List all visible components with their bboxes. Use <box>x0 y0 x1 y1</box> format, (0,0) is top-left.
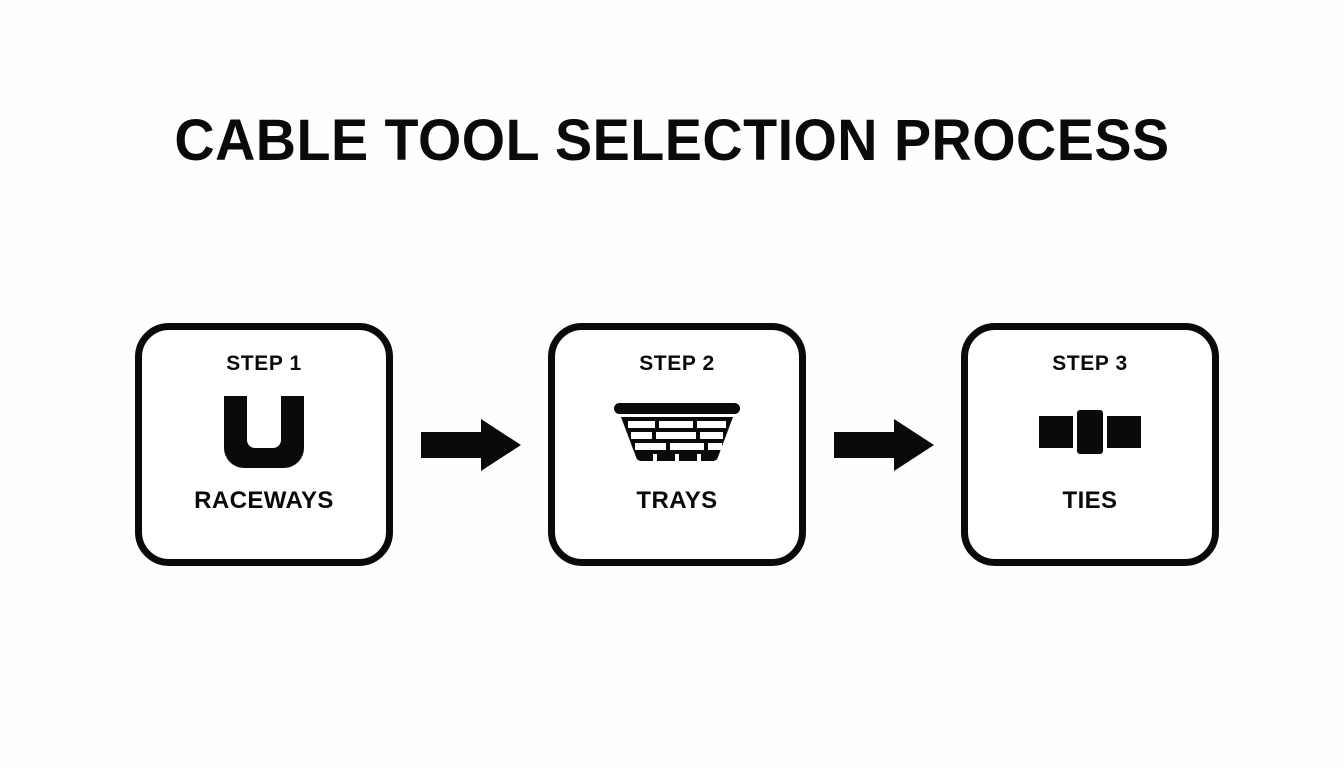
step-2-label: STEP 2 <box>639 352 715 375</box>
step-2-name: TRAYS <box>636 487 718 514</box>
u-channel-raceway-icon <box>224 395 304 468</box>
step-1-name: RACEWAYS <box>194 487 334 514</box>
step-3-label: STEP 3 <box>1052 352 1128 375</box>
step-3-icon-slot <box>968 376 1212 487</box>
page-title: CABLE TOOL SELECTION PROCESS <box>174 108 1170 173</box>
arrow-right-icon <box>420 418 521 471</box>
process-flow: STEP 1 RACEWAYS STEP 2 <box>135 323 1219 566</box>
cable-tie-blocks-icon <box>1039 409 1141 454</box>
mesh-cable-tray-basket-icon <box>614 402 740 461</box>
step-card-2[interactable]: STEP 2 <box>548 323 806 566</box>
step-2-icon-slot <box>555 376 799 487</box>
step-card-1[interactable]: STEP 1 RACEWAYS <box>135 323 393 566</box>
step-3-name: TIES <box>1062 487 1118 514</box>
step-1-label: STEP 1 <box>226 352 302 375</box>
step-1-icon-slot <box>142 376 386 487</box>
step-card-3[interactable]: STEP 3 TIES <box>961 323 1219 566</box>
arrow-right-icon <box>833 418 934 471</box>
